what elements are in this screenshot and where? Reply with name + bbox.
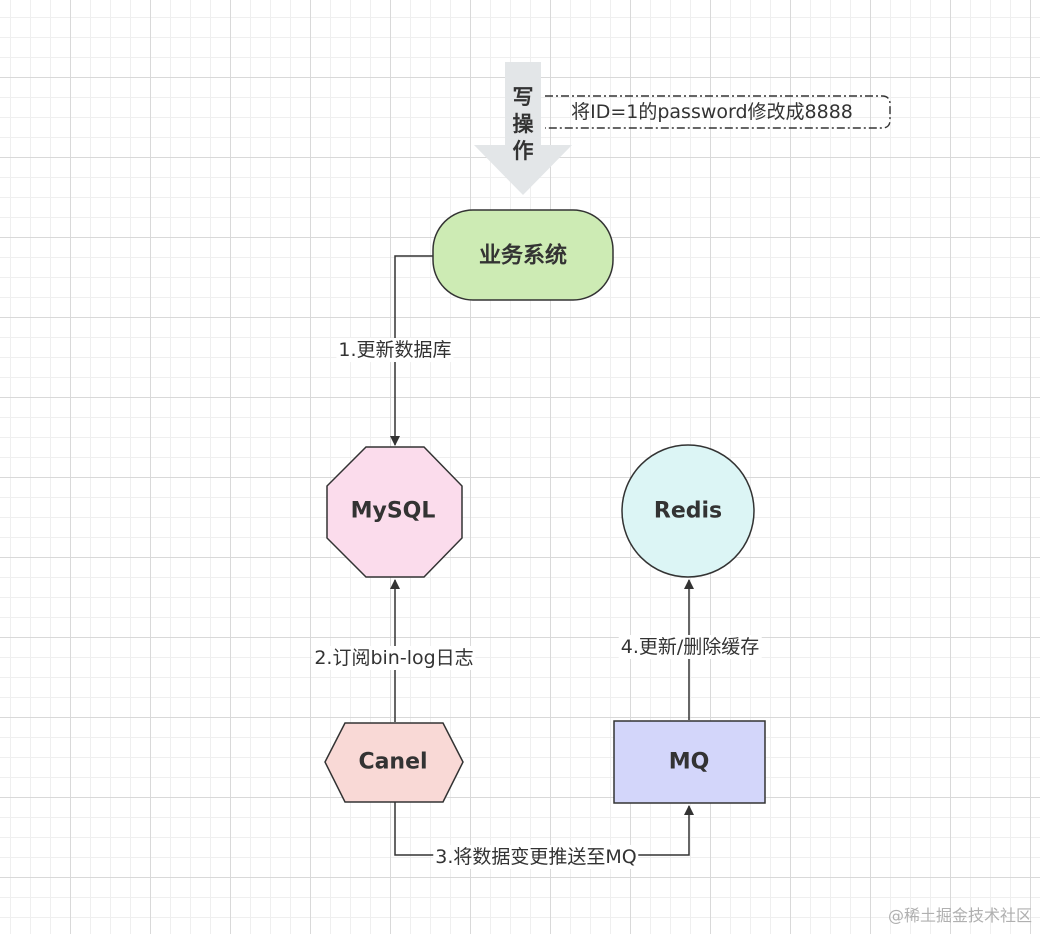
edge-label-update-cache: 4.更新/删除缓存 — [618, 635, 762, 659]
write-arrow-shape — [474, 62, 572, 195]
edge-update-db — [390, 255, 435, 446]
redis-node[interactable]: Redis — [621, 444, 755, 578]
watermark: @稀土掘金技术社区 — [887, 906, 1032, 925]
write-char-2: 操 — [513, 112, 535, 136]
mysql-node[interactable]: MySQL — [326, 446, 463, 578]
business-system-shape — [432, 209, 614, 301]
redis-shape — [621, 444, 755, 578]
mq-shape — [613, 720, 766, 804]
write-char-1: 写 — [513, 85, 534, 109]
mysql-shape — [326, 446, 463, 578]
mq-label: MQ — [669, 750, 710, 775]
redis-label: Redis — [654, 499, 722, 524]
canel-node[interactable]: Canel — [324, 722, 464, 803]
write-char-3: 作 — [513, 139, 534, 163]
write-operation-arrow: 写 操 作 — [474, 62, 572, 195]
business-system-label: 业务系统 — [479, 243, 567, 269]
edge-label-update-db: 1.更新数据库 — [336, 338, 454, 362]
canel-shape — [324, 722, 464, 803]
write-operation-note: 将ID=1的password修改成8888 — [571, 101, 853, 123]
mq-node[interactable]: MQ — [613, 720, 766, 804]
note-bracket — [545, 95, 891, 129]
mysql-label: MySQL — [351, 499, 436, 524]
canel-label: Canel — [358, 750, 427, 775]
edge-label-push-to-mq: 3.将数据变更推送至MQ — [433, 845, 639, 869]
business-system-node[interactable]: 业务系统 — [432, 209, 614, 301]
edge-label-subscribe-binlog: 2.订阅bin-log日志 — [312, 646, 476, 670]
